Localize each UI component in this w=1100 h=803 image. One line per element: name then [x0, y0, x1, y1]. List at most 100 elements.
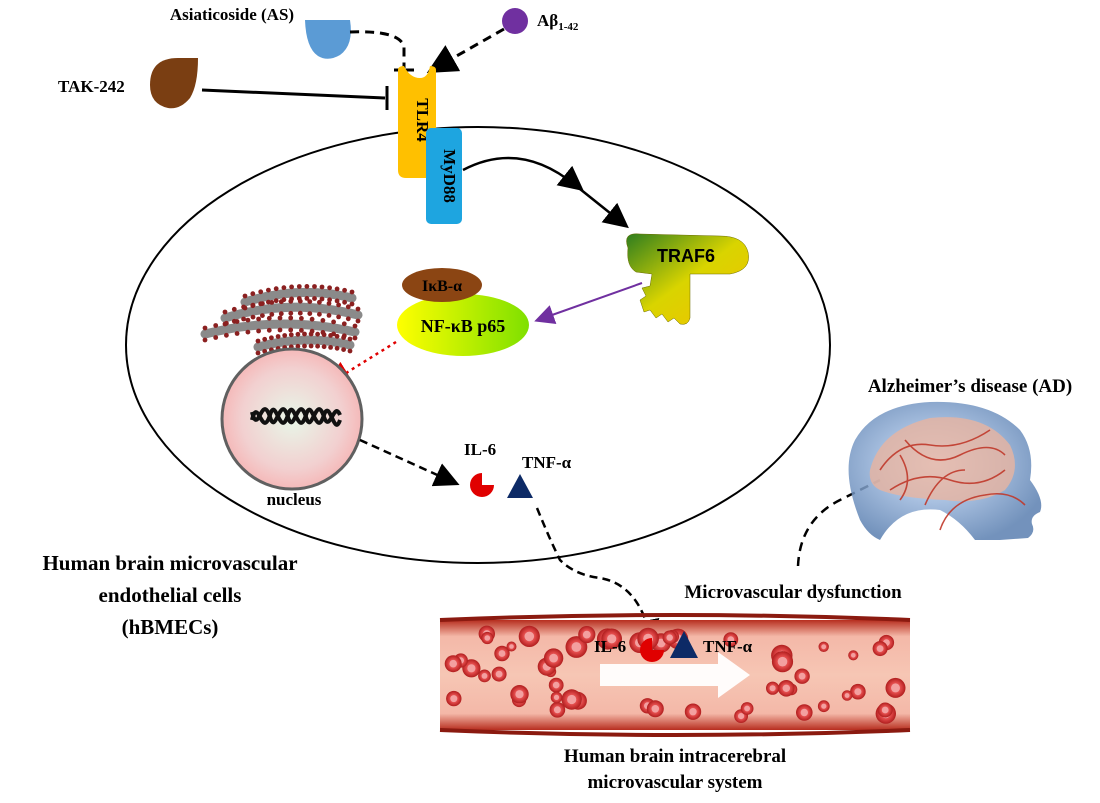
red-blood-cell-center — [553, 694, 560, 701]
red-blood-cell-center — [821, 644, 827, 650]
dysfunction-to-ad-line — [796, 478, 881, 567]
cytokines-to-vessel-arrow — [535, 507, 660, 645]
ikb-alpha-protein: IκB-α — [402, 268, 482, 302]
tak242-label: TAK-242 — [58, 77, 125, 96]
endoplasmic-reticulum — [200, 287, 363, 352]
red-blood-cells — [444, 625, 906, 724]
ribosome-dot — [341, 335, 346, 340]
red-blood-cell-center — [449, 659, 458, 668]
red-blood-cell-center — [467, 664, 476, 673]
red-blood-cell-center — [769, 685, 776, 692]
ribosome-dot — [234, 319, 240, 324]
red-blood-cell-center — [782, 684, 790, 692]
ribosome-dot — [304, 284, 310, 289]
ribosome-dot — [245, 329, 251, 335]
ribosome-dot — [241, 316, 247, 322]
ribosome-dot — [288, 332, 294, 338]
red-blood-cell-center — [450, 695, 458, 703]
red-blood-cell-center — [666, 634, 673, 641]
red-blood-cell-center — [553, 706, 561, 714]
myd88-label: MyD88 — [440, 149, 459, 203]
red-blood-cell-center — [515, 690, 524, 699]
ad-title: Alzheimer’s disease (AD) — [868, 376, 1072, 397]
red-blood-cell-center — [821, 703, 827, 709]
microvascular-dysfunction-label: Microvascular dysfunction — [684, 582, 902, 603]
red-blood-cell-center — [800, 708, 808, 717]
ribosomes — [202, 284, 361, 356]
nucleus-to-cytokines-arrow — [359, 438, 460, 487]
ribosome-dot — [250, 302, 256, 308]
red-blood-cell-center — [552, 681, 560, 689]
red-blood-cell-center — [549, 653, 558, 663]
ribosome-dot — [262, 336, 268, 342]
ribosome-dot — [334, 333, 340, 339]
ribosome-dot — [250, 314, 256, 320]
red-blood-cell-center — [484, 635, 491, 641]
ribosome-dot — [331, 319, 336, 325]
ribosome-dot — [308, 343, 314, 349]
ribosome-dot — [255, 338, 261, 344]
il6-label: IL-6 — [464, 440, 496, 459]
abeta-label: Aβ1-42 — [537, 11, 579, 33]
ribosome-dot — [319, 284, 325, 290]
ribosome-dot — [269, 335, 274, 341]
ribosome-dot — [349, 301, 355, 307]
ribosome-dot — [349, 289, 355, 295]
ribosome-dot — [258, 289, 264, 295]
ribosome-dot — [312, 296, 317, 301]
ribosome-dot — [269, 312, 275, 317]
ribosome-dot — [277, 315, 283, 321]
ribosome-dot — [269, 300, 275, 305]
red-blood-cell-center — [571, 642, 582, 652]
ribosome-dot — [312, 284, 317, 289]
red-blood-cell-center — [854, 688, 862, 696]
vessel-label-line1: Human brain intracerebral — [564, 746, 786, 767]
ribosome-dot — [213, 323, 219, 328]
vessel-tnfa-label: TNF-α — [703, 637, 753, 656]
red-blood-cell-center — [607, 634, 617, 644]
abeta-activate-line — [426, 27, 505, 73]
ribosome-dot — [302, 331, 307, 337]
ribosome-dot — [288, 315, 294, 321]
ribosome-dot — [321, 344, 327, 350]
ribosome-dot — [315, 343, 320, 349]
ribosome-dot — [224, 320, 229, 326]
ribosome-dot — [231, 306, 237, 312]
traf6-to-nfkb-arrow — [534, 282, 643, 325]
ribosome-dot — [304, 296, 310, 301]
ribosome-dot — [289, 284, 294, 290]
ribosome-dot — [260, 313, 265, 318]
blood-flow-arrow — [600, 652, 750, 698]
red-blood-cell-center — [851, 653, 856, 658]
red-blood-cell-center — [727, 636, 735, 643]
ribosome-dot — [296, 284, 302, 289]
ribosome-dot — [250, 291, 256, 297]
ribosome-dot — [341, 321, 347, 327]
ribosome-dot — [297, 310, 303, 316]
cell-membrane — [125, 126, 831, 564]
red-blood-cell-center — [495, 670, 503, 678]
ribosome-dot — [266, 287, 271, 293]
vessel-il6-icon — [640, 638, 664, 662]
ribosome-dot — [352, 335, 358, 341]
cell-label-line2: endothelial cells — [99, 583, 242, 607]
il6-icon — [470, 473, 494, 497]
ribosome-dot — [307, 311, 313, 316]
ikb-label: IκB-α — [422, 278, 462, 295]
red-blood-cell-center — [777, 656, 788, 667]
red-blood-cell-center — [738, 713, 745, 720]
ribosome-dot — [202, 325, 208, 331]
ribosome-dot — [256, 328, 261, 334]
ribosome-dot — [309, 316, 315, 322]
nfkb-label: NF-κB p65 — [421, 316, 506, 336]
red-blood-cell-center — [656, 638, 666, 648]
tak242-icon — [150, 58, 198, 109]
ribosome-dot — [278, 299, 284, 305]
abeta-icon — [502, 8, 528, 34]
ribosome-dot — [273, 298, 279, 304]
ribosome-dot — [266, 327, 272, 333]
ribosome-dot — [317, 311, 322, 317]
ribosome-dot — [328, 345, 333, 350]
red-blood-cell-center — [651, 705, 660, 713]
myd88-adapter: MyD88 — [426, 128, 462, 224]
